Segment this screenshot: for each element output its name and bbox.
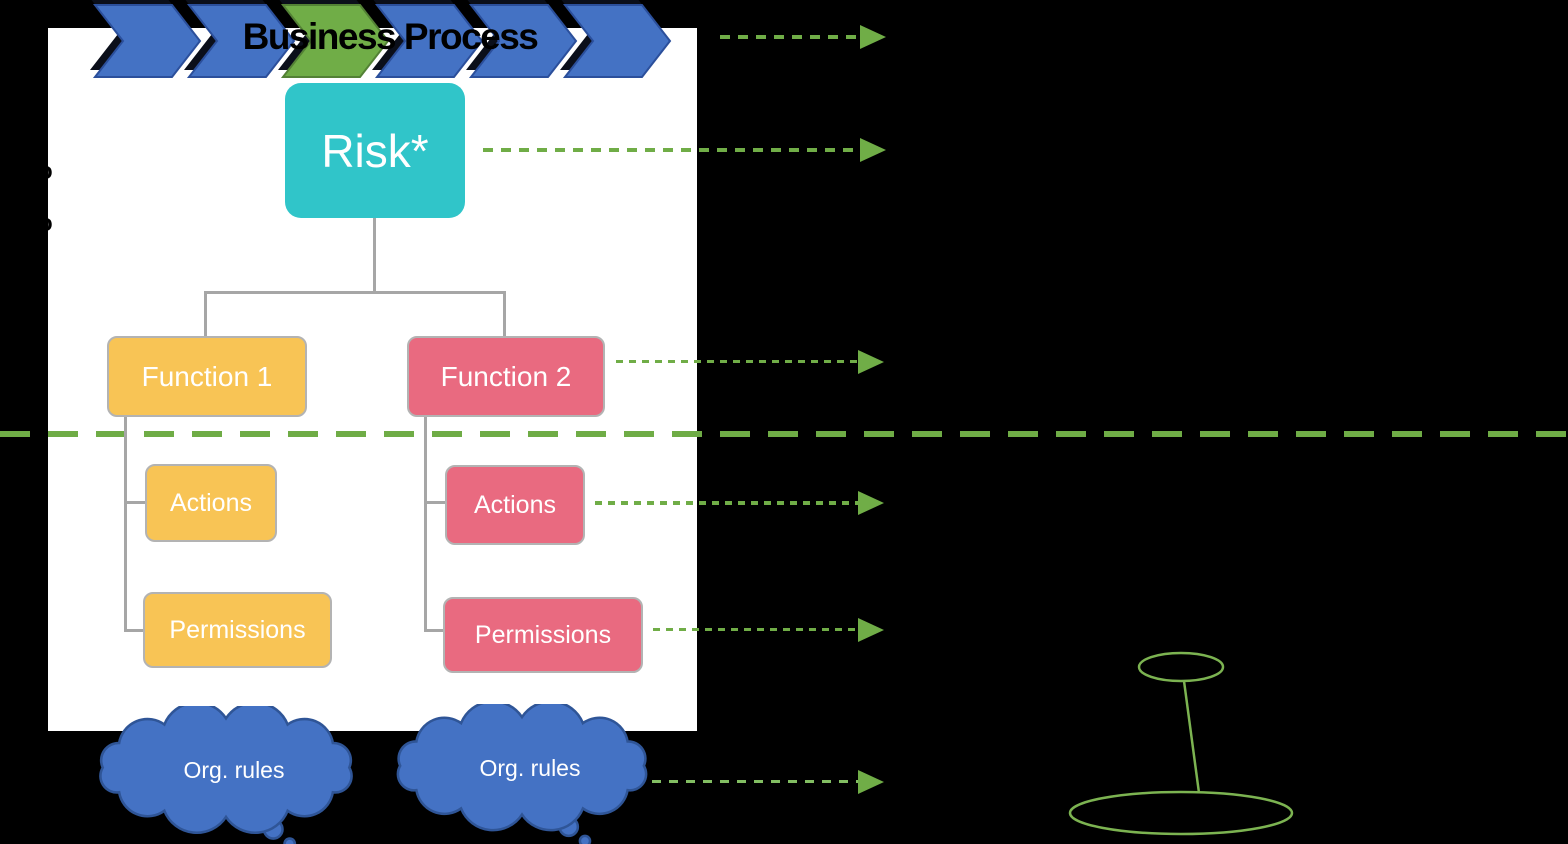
cloud-icon <box>396 704 648 844</box>
risk-node: Risk* <box>285 83 465 218</box>
arrow-head-icon <box>858 491 884 515</box>
function-2-permissions-node: Permissions <box>443 597 643 673</box>
function-2-actions-node: Actions <box>445 465 585 545</box>
risk-annotation-arrow <box>483 148 862 152</box>
bullet-marker: o <box>38 210 53 237</box>
tree-connector <box>124 629 146 632</box>
bullet-marker: o <box>38 158 53 185</box>
arrow-head-icon <box>858 350 884 374</box>
function-1-permissions-node: Permissions <box>143 592 332 668</box>
green-sketch-figure <box>1068 651 1294 836</box>
tree-connector <box>424 501 446 504</box>
cloud-icon <box>99 706 353 844</box>
cloud-label: Org. rules <box>183 757 285 783</box>
permissions-annotation-arrow <box>653 628 860 631</box>
chevron-segment <box>280 4 390 78</box>
chevron-segment <box>374 4 484 78</box>
chevron-segment <box>468 4 578 78</box>
org-rules-annotation-arrow <box>652 780 860 783</box>
tree-connector <box>503 291 506 337</box>
banner-title: Business Process <box>242 16 539 57</box>
actions-annotation-arrow <box>595 501 860 505</box>
tree-connector <box>124 501 146 504</box>
tree-connector <box>424 417 427 632</box>
org-rules-cloud-2: Org. rules <box>390 704 654 844</box>
function-2-node: Function 2 <box>407 336 605 417</box>
arrow-head-icon <box>860 25 886 49</box>
chevron-strip <box>90 0 672 78</box>
tree-connector <box>204 291 506 294</box>
arrow-head-icon <box>858 770 884 794</box>
cloud-label: Org. rules <box>479 755 581 781</box>
banner-annotation-arrow <box>720 35 862 39</box>
function-1-actions-node: Actions <box>145 464 277 542</box>
arrow-head-icon <box>860 138 886 162</box>
tree-connector <box>424 629 446 632</box>
green-dashed-divider <box>0 431 1568 437</box>
function-1-node: Function 1 <box>107 336 307 417</box>
chevron-segment <box>562 4 672 78</box>
chevron-segment <box>92 4 202 78</box>
tree-connector <box>204 291 207 337</box>
chevron-segment <box>186 4 296 78</box>
tree-connector <box>373 218 376 292</box>
business-process-banner: Business Process <box>90 0 675 82</box>
function-2-annotation-arrow <box>616 360 862 363</box>
arrow-head-icon <box>858 618 884 642</box>
org-rules-cloud-1: Org. rules <box>92 706 360 844</box>
tree-connector <box>124 417 127 632</box>
